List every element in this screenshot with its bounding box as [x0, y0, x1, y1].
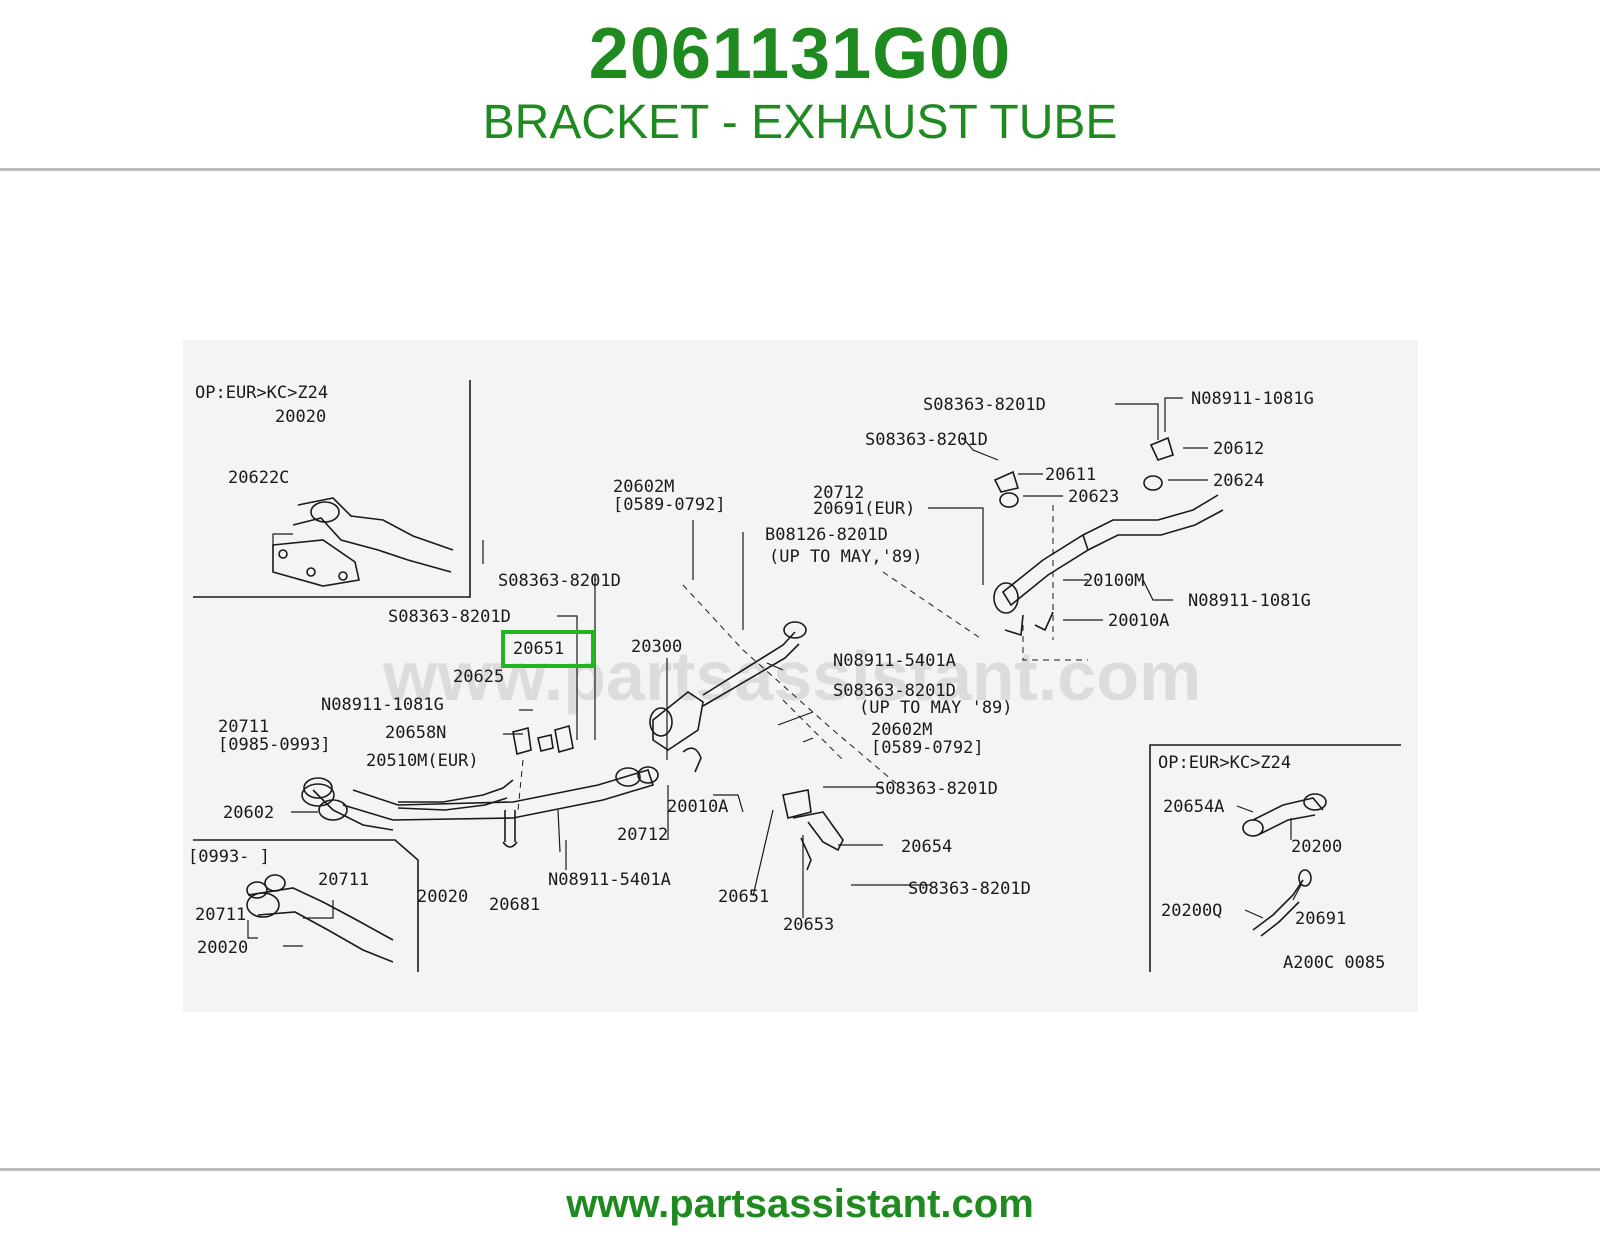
- label-b08126-note: (UP TO MAY,'89): [769, 547, 923, 567]
- label-20602m-mid: 20602M: [871, 720, 932, 740]
- inset-bottom-left-label-20020: 20020: [197, 938, 248, 958]
- label-20510m-eur: 20510M(EUR): [366, 751, 479, 771]
- inset-bottom-right-label-20691: 20691: [1295, 909, 1346, 929]
- label-20611: 20611: [1045, 465, 1096, 485]
- inset-bottom-right-label-20654a: 20654A: [1163, 797, 1224, 817]
- label-20602m-mid-range: [0589-0792]: [871, 738, 984, 758]
- label-n08911-5401a-low: N08911-5401A: [548, 870, 671, 890]
- label-20651-highlight[interactable]: 20651: [513, 639, 564, 659]
- label-20654: 20654: [901, 837, 952, 857]
- label-20602m-top-range: [0589-0792]: [613, 495, 726, 515]
- label-n08911-top-right: N08911-1081G: [1191, 389, 1314, 409]
- label-20653: 20653: [783, 915, 834, 935]
- diagram-code: A200C 0085: [1283, 953, 1385, 973]
- label-b08126: B08126-8201D: [765, 525, 888, 545]
- label-20658n: 20658N: [385, 723, 446, 743]
- inset-bottom-left-label-20711-a: 20711: [318, 870, 369, 890]
- footer-divider: [0, 1168, 1600, 1171]
- label-20711-left: 20711: [218, 717, 269, 737]
- label-20625: 20625: [453, 667, 504, 687]
- inset-bottom-right-label-20200: 20200: [1291, 837, 1342, 857]
- label-20712-top: 20712: [813, 483, 864, 503]
- label-s08363-lower-right: S08363-8201D: [875, 779, 998, 799]
- label-20010a-right: 20010A: [1108, 611, 1169, 631]
- label-s08363-bottom: S08363-8201D: [908, 879, 1031, 899]
- inset-top-left-label-20020: 20020: [275, 407, 326, 427]
- label-s08363-top-right-a: S08363-8201D: [923, 395, 1046, 415]
- label-20624: 20624: [1213, 471, 1264, 491]
- part-number-title: 2061131G00: [588, 14, 1012, 94]
- inset-bottom-left-label-20711-b: 20711: [195, 905, 246, 925]
- diagram-drawing: www.partsassistant.com: [188, 380, 1401, 973]
- label-20612: 20612: [1213, 439, 1264, 459]
- label-n08911-left: N08911-1081G: [321, 695, 444, 715]
- label-n08911-5401a-center: N08911-5401A: [833, 651, 956, 671]
- label-20681: 20681: [489, 895, 540, 915]
- label-s08363-top-right-b: S08363-8201D: [865, 430, 988, 450]
- label-s08363-left: S08363-8201D: [388, 607, 511, 627]
- label-20100m: 20100M: [1083, 571, 1144, 591]
- highlight-box-20651: [501, 630, 595, 668]
- label-20711-range: [0985-0993]: [218, 735, 331, 755]
- label-n08911-mid-right: N08911-1081G: [1188, 591, 1311, 611]
- label-s08363-center: S08363-8201D: [498, 571, 621, 591]
- label-20020-main: 20020: [417, 887, 468, 907]
- label-s08363-mid-note: (UP TO MAY '89): [859, 698, 1013, 718]
- label-20623: 20623: [1068, 487, 1119, 507]
- header-divider: [0, 168, 1600, 171]
- inset-top-left-label-20622c: 20622C: [228, 468, 289, 488]
- label-20300: 20300: [631, 637, 682, 657]
- exhaust-parts-diagram: www.partsassistant.com: [183, 340, 1418, 1012]
- label-20602m-top: 20602M: [613, 477, 674, 497]
- watermark: www.partsassistant.com: [382, 637, 1201, 715]
- inset-top-left-caption: OP:EUR>KC>Z24: [195, 383, 328, 403]
- label-20712-low: 20712: [617, 825, 668, 845]
- label-20010a-low: 20010A: [667, 797, 728, 817]
- inset-bottom-right-label-20200q: 20200Q: [1161, 901, 1222, 921]
- label-20602: 20602: [223, 803, 274, 823]
- label-s08363-mid: S08363-8201D: [833, 681, 956, 701]
- label-20651-low: 20651: [718, 887, 769, 907]
- footer-website-link[interactable]: www.partsassistant.com: [566, 1182, 1034, 1226]
- inset-bottom-right-caption: OP:EUR>KC>Z24: [1158, 753, 1291, 773]
- label-20691-eur: 20691(EUR): [813, 499, 915, 519]
- inset-bottom-left-caption: [0993- ]: [188, 847, 270, 867]
- part-name-subtitle: BRACKET - EXHAUST TUBE: [482, 96, 1118, 149]
